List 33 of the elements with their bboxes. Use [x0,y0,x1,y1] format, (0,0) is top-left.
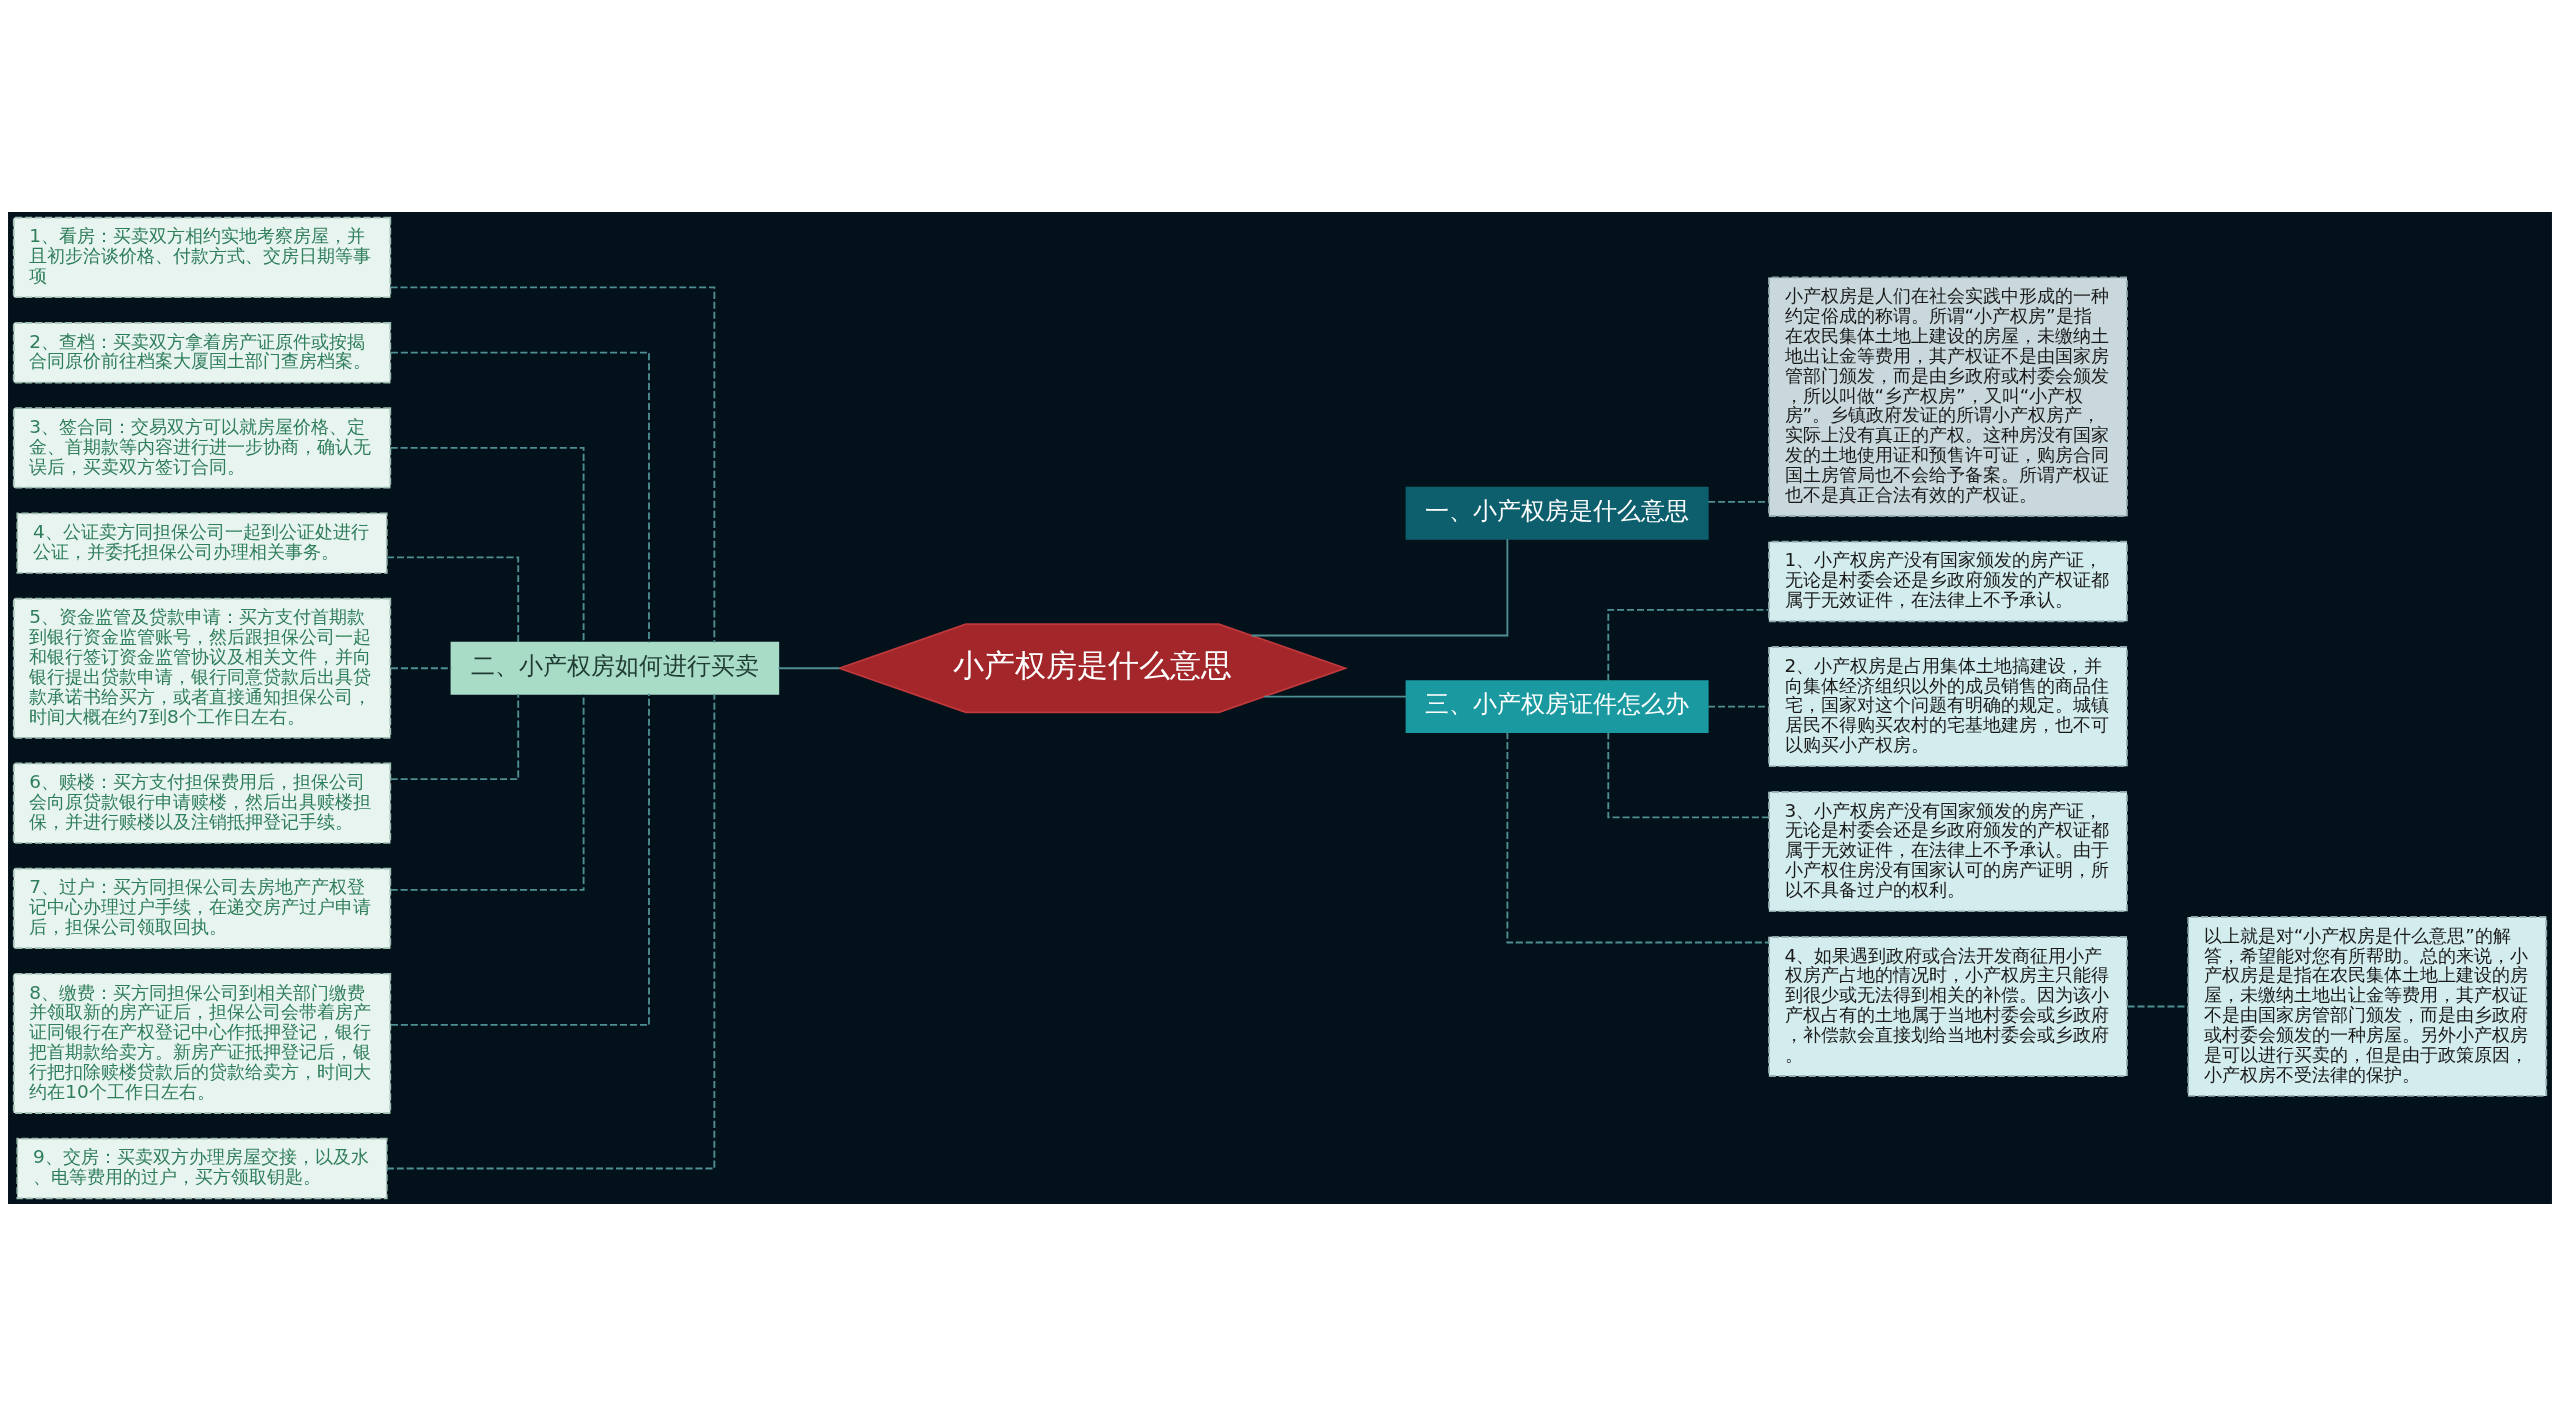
node-box: 7、过户：买方同担保公司去房地产产权登记中心办理过户手续，在递交房产过户申请后，担保公司领取回执。 [12,867,392,950]
connector [1607,731,1770,819]
node-box: 3、小产权房产没有国家颁发的房产证，无论是村委会还是乡政府颁发的产权证都属于无效证件，在法律上不予承认。由于小产权住房没有国家认可的房产证明，所以不具备过户的权利。 [1768,791,2128,913]
connector [385,556,520,644]
connector [1707,705,1770,708]
connector [1607,609,1770,682]
connector [390,692,650,1026]
connector [389,693,585,891]
connector [1506,731,1770,944]
node-box: 4、公证卖方同担保公司一起到公证处进行公证，并委托担保公司办理相关事务。 [16,512,388,574]
connector [389,693,520,780]
node-box: 8、缴费：买方同担保公司到相关部门缴费并领取新的房产证后，担保公司会带着房产证同银行在产权登记中心作抵押登记，银行把首期款给卖方。新房产证抵押登记后，银行把扣除赎楼贷款后的贷款给卖方，时间大约在10个工作日左右。 [12,972,392,1114]
node-box: 2、查档：买卖双方拿着房产证原件或按揭合同原价前往档案大厦国土部门查房档案。 [12,322,392,384]
node-box: 1、看房：买卖双方相约实地考察房屋，并且初步洽谈价格、付款方式、交房日期等事项 [12,216,392,299]
node-box: 以上就是对“小产权房是什么意思”的解答，希望能对您有所帮助。总的来说，小产权房是是指在农民集体土地上建设的房屋，未缴纳土地出让金等费用，其产权证不是由国家房管部门颁发，而是由乡政府或村委会颁发的一种房屋。另外小产权房是可以进行买卖的，但是由于政策原因，小产权房不受法律的保护。 [2187,916,2548,1097]
connector [1263,695,1408,698]
connector [2126,1005,2189,1008]
node-box: 1、小产权房产没有国家颁发的房产证，无论是村委会还是乡政府颁发的产权证都属于无效证件，在法律上不予承认。 [1768,540,2128,623]
connector [1250,538,1509,637]
node-box: 一、小产权房是什么意思 [1405,486,1709,540]
node-box: 三、小产权房证件怎么办 [1405,680,1709,733]
node-box: 5、资金监管及贷款申请：买方支付首期款到银行资金监管账号，然后跟担保公司一起和银行签订资金监管协议及相关文件，并向银行提出贷款申请，银行同意贷款后出具贷款承诺书给买方，或者直接通知担保公司，时间大概在约7到8个工作日左右。 [12,597,392,739]
connector [386,693,716,1170]
node-box: 二、小产权房如何进行买卖 [450,641,780,695]
connector [389,286,716,644]
connector [1707,501,1770,503]
node-box: 4、如果遇到政府或合法开发商征用小产权房产占地的情况时，小产权房主只能得到很少或无法得到相关的补偿。因为该小产权占有的土地属于当地村委会或乡政府，补偿款会直接划给当地村委会或乡政府。 [1768,935,2128,1077]
node-box: 6、赎楼：买方支付担保费用后，担保公司会向原贷款银行申请赎楼，然后出具赎楼担保，并进行赎楼以及注销抵押登记手续。 [12,762,392,844]
node-box: 小产权房是人们在社会实践中形成的一种约定俗成的称谓。所谓“小产权房”是指在农民集体土地上建设的房屋，未缴纳土地出让金等费用，其产权证不是由国家房管部门颁发，而是由乡政府或村委会颁发，所以叫做“乡产权房”，又叫“小产权房”。乡镇政府发证的所谓小产权房产，实际上没有真正的产权。这种房没有国家发的土地使用证和预售许可证，购房合同国土房管局也不会给予备案。所谓产权证也不是真正合法有效的产权证。 [1768,276,2128,517]
node-box: 9、交房：买卖双方办理房屋交接，以及水、电等费用的过户，买方领取钥匙。 [16,1137,388,1200]
connector [777,667,841,670]
node-box: 2、小产权房是占用集体土地搞建设，并向集体经济组织以外的成员销售的商品住宅，国家对这个问题有明确的规定。城镇居民不得购买农村的宅基地建房，也不可以购买小产权房。 [1768,646,2128,768]
node-box: 3、签合同：交易双方可以就房屋价格、定金、首期款等内容进行进一步协商，确认无误后，买卖双方签订合同。 [12,407,392,489]
